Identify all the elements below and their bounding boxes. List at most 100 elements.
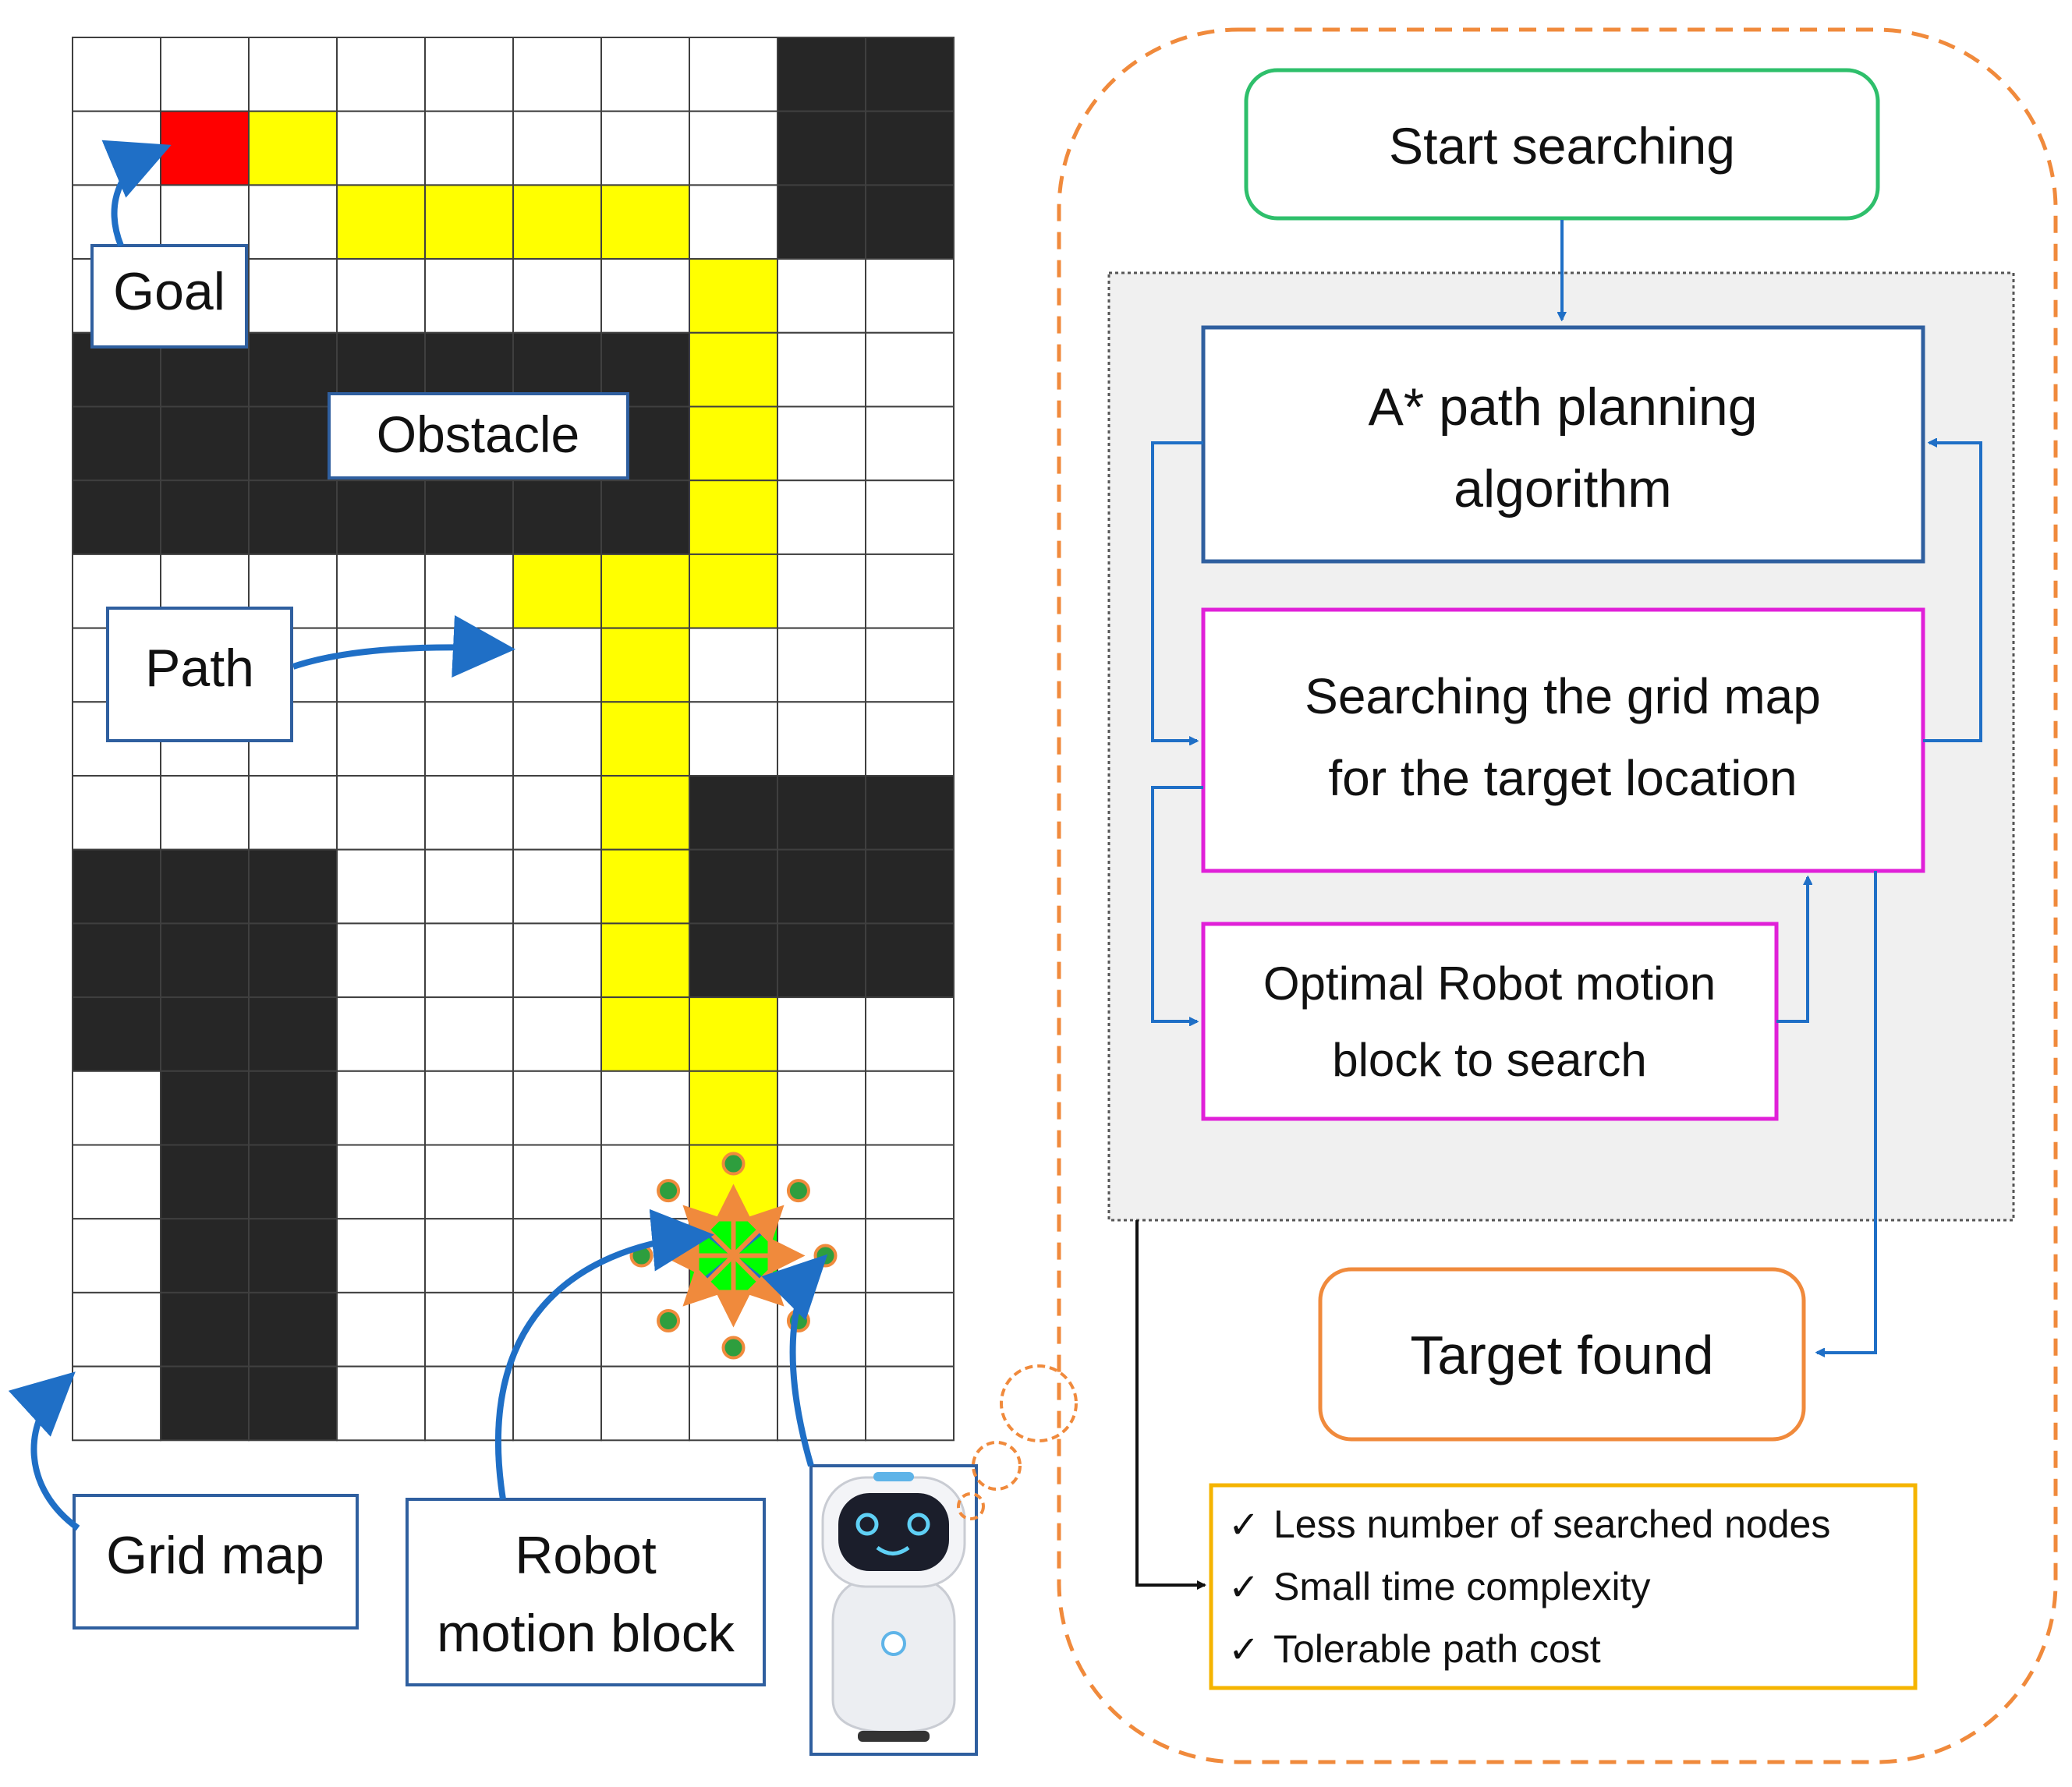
free-cell <box>865 1365 955 1442</box>
obstacle-cell <box>689 848 778 925</box>
search-grid-box: Searching the grid map for the target lo… <box>1201 607 1925 873</box>
obstacle-cell <box>72 848 161 925</box>
path-cell <box>600 701 690 777</box>
obstacle-label-box: Obstacle <box>328 392 629 479</box>
free-cell <box>600 1365 690 1442</box>
obstacle-cell <box>777 922 866 999</box>
free-cell <box>865 553 955 629</box>
free-cell <box>512 110 602 186</box>
free-cell <box>689 1365 778 1442</box>
path-cell <box>600 996 690 1072</box>
obstacle-cell <box>248 848 338 925</box>
neighbor-node <box>786 1179 810 1203</box>
free-cell <box>600 1070 690 1146</box>
obstacle-cell <box>689 775 778 851</box>
free-cell <box>336 1365 426 1442</box>
obstacle-cell <box>777 848 866 925</box>
target-found-text: Target found <box>1410 1325 1713 1385</box>
free-cell <box>424 996 514 1072</box>
free-cell <box>512 627 602 703</box>
obstacle-cell <box>160 1218 250 1293</box>
free-cell <box>865 1291 955 1368</box>
free-cell <box>777 405 866 482</box>
path-cell <box>512 553 602 629</box>
free-cell <box>72 1365 161 1442</box>
check-icon: ✓ <box>1228 1503 1259 1547</box>
free-cell <box>512 1070 602 1146</box>
free-cell <box>424 1291 514 1368</box>
goal-cell <box>160 110 250 186</box>
free-cell <box>336 996 426 1072</box>
free-cell <box>600 258 690 334</box>
flowchart-outline <box>1057 27 2058 1764</box>
free-cell <box>777 553 866 629</box>
free-cell <box>777 1070 866 1146</box>
obstacle-cell <box>777 37 866 112</box>
obstacle-cell <box>512 479 602 555</box>
start-searching-box: Start searching <box>1244 68 1880 221</box>
obstacle-cell <box>160 996 250 1072</box>
free-cell <box>512 922 602 999</box>
free-cell <box>512 848 602 925</box>
thought-bubbles <box>957 1364 1078 1520</box>
free-cell <box>248 37 338 112</box>
free-cell <box>424 1218 514 1293</box>
obstacle-label: Obstacle <box>377 405 579 463</box>
obstacle-cell <box>160 848 250 925</box>
free-cell <box>336 553 426 629</box>
neighbor-arrow <box>682 1254 735 1307</box>
path-cell <box>600 627 690 703</box>
obstacle-cell <box>160 405 250 482</box>
free-cell <box>72 110 161 186</box>
robot-to-block-arrow <box>761 1254 828 1467</box>
obstacle-cell <box>248 996 338 1072</box>
path-label: Path <box>145 639 254 698</box>
free-cell <box>777 996 866 1072</box>
robot-motion-block-label-line2: motion block <box>437 1604 735 1663</box>
obstacle-cell <box>160 1291 250 1368</box>
obstacle-cell <box>424 479 514 555</box>
free-cell <box>248 775 338 851</box>
free-cell <box>777 479 866 555</box>
free-cell <box>512 701 602 777</box>
obstacle-cell <box>865 37 955 112</box>
neighbor-arrow <box>731 1205 785 1258</box>
robot-motion-block-label-box: Robot motion block <box>406 1498 766 1686</box>
free-cell <box>424 701 514 777</box>
astar-box: A* path planning algorithm <box>1201 325 1925 564</box>
obstacle-cell <box>600 331 690 408</box>
free-cell <box>336 848 426 925</box>
obstacle-cell <box>160 1365 250 1442</box>
free-cell <box>424 110 514 186</box>
free-cell <box>424 1144 514 1220</box>
free-cell <box>424 922 514 999</box>
free-cell <box>424 553 514 629</box>
path-cell <box>689 996 778 1072</box>
free-cell <box>865 479 955 555</box>
free-cell <box>336 1218 426 1293</box>
loop-connectors <box>1151 443 1982 1353</box>
path-label-box: Path <box>106 607 293 742</box>
obstacle-cell <box>248 1218 338 1293</box>
path-cell <box>512 184 602 260</box>
free-cell <box>72 775 161 851</box>
path-cell <box>248 110 338 186</box>
free-cell <box>512 258 602 334</box>
free-cell <box>777 331 866 408</box>
free-cell <box>689 184 778 260</box>
path-cell <box>689 1070 778 1146</box>
astar-text-line2: algorithm <box>1454 459 1672 518</box>
results-box: ✓Less number of searched nodes✓Small tim… <box>1209 1483 1918 1690</box>
obstacle-cell <box>72 479 161 555</box>
free-cell <box>72 1291 161 1368</box>
path-arrow <box>292 615 515 678</box>
obstacle-cell <box>689 922 778 999</box>
obstacle-cell <box>865 110 955 186</box>
free-cell <box>336 627 426 703</box>
obstacle-cell <box>248 1291 338 1368</box>
free-cell <box>777 627 866 703</box>
free-cell <box>72 37 161 112</box>
free-cell <box>336 1291 426 1368</box>
obstacle-cell <box>248 1365 338 1442</box>
free-cell <box>512 1144 602 1220</box>
